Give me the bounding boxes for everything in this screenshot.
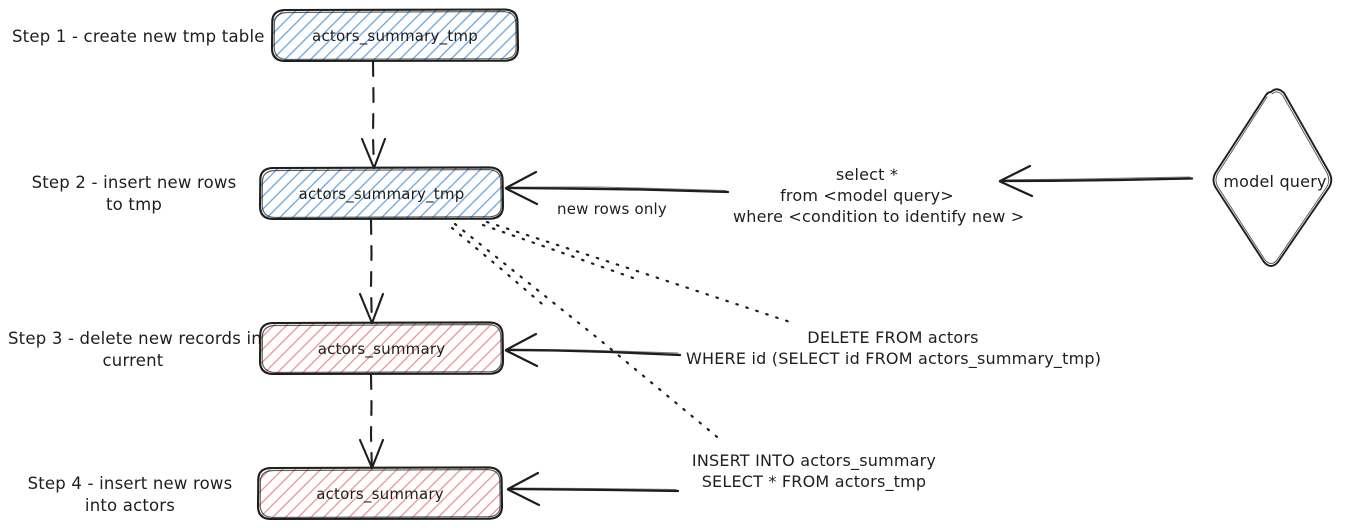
node-actors-summary-1[interactable] bbox=[258, 321, 505, 376]
edge-delete-to-node3 bbox=[504, 332, 682, 368]
leader-node2-to-delete-sql bbox=[481, 220, 792, 324]
node-label-4: actors_summary bbox=[316, 485, 444, 503]
annotation-insert-sql: INSERT INTO actors_summary SELECT * FROM… bbox=[683, 450, 945, 492]
step-label-2-group: Step 2 - insert new rows to tmp bbox=[18, 172, 250, 216]
model-query-sql-line-2: from <model query> bbox=[780, 186, 954, 206]
annotation-model-query-sql: select * from <model query> where <condi… bbox=[733, 164, 1025, 227]
edge-query-to-node2 bbox=[504, 170, 730, 206]
edge-node3-to-node4 bbox=[358, 373, 385, 470]
edge-node1-to-node2 bbox=[360, 60, 387, 170]
edge-node2-to-node3 bbox=[358, 218, 385, 325]
step-label-3-line-2: current bbox=[102, 350, 164, 370]
node-label-1: actors_summary_tmp bbox=[312, 27, 478, 45]
node-actors-summary-tmp-2[interactable] bbox=[258, 166, 505, 221]
node-label-model-query: model query bbox=[1223, 172, 1327, 191]
step-label-3-group: Step 3 - delete new records in current bbox=[8, 328, 262, 372]
node-label-3: actors_summary bbox=[317, 340, 446, 358]
annotation-delete-sql: DELETE FROM actors WHERE id (SELECT id F… bbox=[686, 327, 1102, 369]
node-model-query-diamond[interactable] bbox=[1212, 88, 1333, 267]
step-label-1: Step 1 - create new tmp table bbox=[12, 27, 265, 46]
step-label-4-group: Step 4 - insert new rows into actors bbox=[14, 473, 246, 517]
insert-sql-line-2: SELECT * FROM actors_tmp bbox=[701, 472, 927, 492]
step-label-4-line-1: Step 4 - insert new rows bbox=[27, 474, 233, 493]
step-label-3-line-1: Step 3 - delete new records in bbox=[8, 329, 262, 348]
node-actors-summary-tmp-1[interactable] bbox=[270, 8, 520, 63]
edge-diamond-to-query bbox=[998, 164, 1194, 198]
step-label-2-line-1: Step 2 - insert new rows bbox=[31, 173, 237, 192]
leader-node2-to-insert-sql bbox=[450, 222, 724, 443]
step-label-4-line-2: into actors bbox=[84, 495, 176, 515]
node-actors-summary-2[interactable] bbox=[256, 466, 504, 521]
node-label-2: actors_summary_tmp bbox=[298, 185, 465, 203]
edge-label-new-rows-only: new rows only bbox=[557, 200, 667, 218]
delete-sql-line-1: DELETE FROM actors bbox=[807, 328, 979, 347]
model-query-sql-line-3: where <condition to identify new > bbox=[733, 207, 1025, 227]
edge-insert-to-node4 bbox=[506, 471, 680, 507]
step-label-2-line-2: to tmp bbox=[105, 194, 163, 214]
model-query-sql-line-1: select * bbox=[835, 165, 899, 184]
insert-sql-line-1: INSERT INTO actors_summary bbox=[691, 451, 937, 470]
delete-sql-line-2: WHERE id (SELECT id FROM actors_summary_… bbox=[686, 349, 1102, 369]
